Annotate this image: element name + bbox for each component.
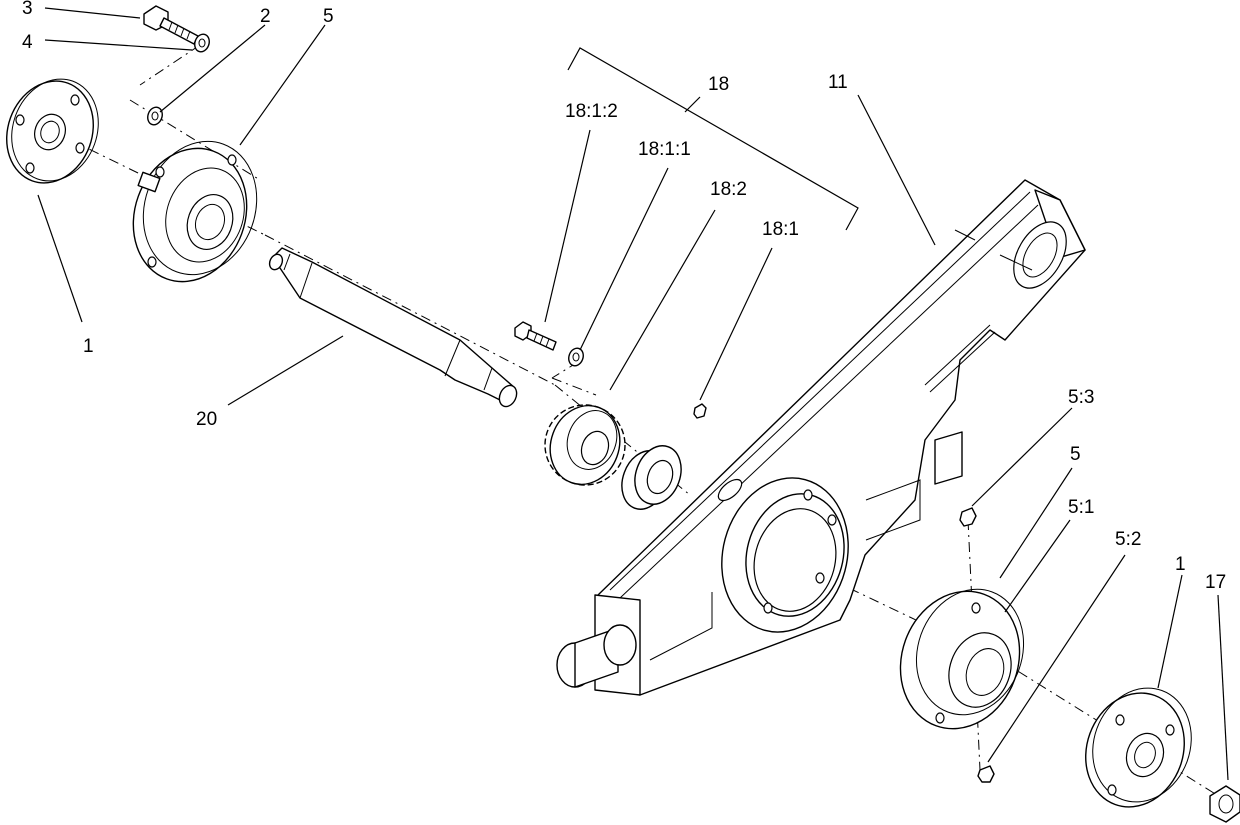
bearing-flange-right (899, 588, 1025, 730)
bolt-3 (143, 5, 199, 45)
hub-flange-left (6, 78, 99, 184)
callout-5-right: 5 (1070, 444, 1081, 465)
callout-4: 4 (22, 32, 33, 53)
callout-labels: 3 4 2 5 1 20 18 18:1:2 18:1:1 18:2 18:1 … (22, 0, 1226, 593)
leader-lines (37, 7, 1229, 781)
shaft-20 (268, 247, 518, 408)
callout-18-1: 18:1 (762, 219, 799, 240)
nut-17 (1209, 785, 1240, 823)
callout-5-2: 5:2 (1115, 529, 1141, 550)
callout-3: 3 (22, 0, 33, 19)
collar-18-1 (621, 445, 682, 510)
setscrew-5-2 (977, 765, 995, 783)
sprocket-18-2 (544, 404, 626, 486)
callout-1-left: 1 (83, 336, 94, 357)
washer-2 (147, 106, 163, 126)
washer-18-1-1 (568, 347, 584, 367)
callout-18-2: 18:2 (710, 179, 747, 200)
callout-5-3: 5:3 (1068, 387, 1094, 408)
callout-5-left: 5 (323, 6, 334, 27)
group-18-bracket (567, 47, 859, 231)
bearing-flange-left (132, 140, 258, 283)
setscrew-18-1 (693, 403, 707, 419)
callout-18-1-1: 18:1:1 (638, 139, 691, 160)
grease-fitting-5-3 (959, 507, 977, 527)
hub-flange-right (1085, 687, 1192, 808)
callout-18-1-2: 18:1:2 (565, 101, 618, 122)
callout-20: 20 (196, 409, 217, 430)
callout-1-right: 1 (1175, 554, 1186, 575)
callout-5-1: 5:1 (1068, 497, 1094, 518)
callout-18: 18 (708, 74, 729, 95)
callout-17: 17 (1205, 572, 1226, 593)
callout-11: 11 (828, 72, 848, 93)
bolt-18-1-2 (514, 321, 557, 351)
lockwasher-4 (194, 33, 210, 53)
arm-weldment-11 (556, 179, 1086, 696)
callout-2: 2 (260, 6, 271, 27)
